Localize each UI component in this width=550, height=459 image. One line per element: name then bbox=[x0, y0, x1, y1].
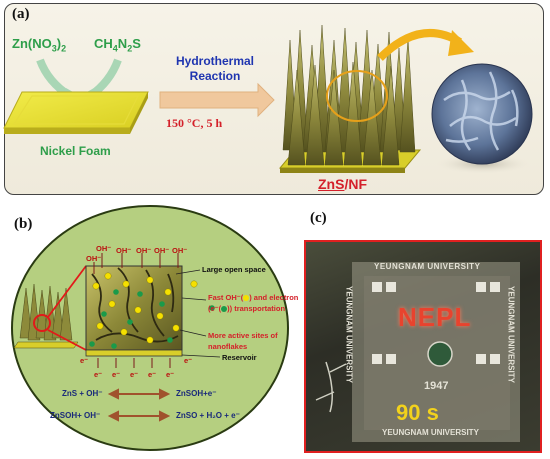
photo-graphics bbox=[315, 262, 520, 442]
card-text-top: YEUNGNAM UNIVERSITY bbox=[374, 262, 481, 271]
panel-a-label: (a) bbox=[12, 6, 30, 22]
oh-label: OH⁻ bbox=[86, 254, 102, 263]
equation-2-left: ZnSOH+ OH⁻ bbox=[50, 411, 101, 420]
arrow-reactant-2 bbox=[87, 58, 122, 100]
mini-flake-cluster bbox=[13, 283, 79, 349]
card-text-left: YEUNGNAM UNIVERSITY bbox=[344, 286, 354, 383]
oh-dot-icon bbox=[243, 295, 250, 302]
zoom-circle bbox=[326, 70, 388, 122]
equation-2-right: ZnSO + H₂O + e⁻ bbox=[176, 411, 240, 420]
callout-large-open-space: Large open space bbox=[202, 265, 266, 274]
oh-label: OH⁻ bbox=[96, 244, 112, 253]
oh-label: OH⁻ bbox=[136, 246, 152, 255]
zns-nf-block bbox=[278, 24, 422, 173]
elapsed-time: 90 s bbox=[396, 400, 439, 425]
product-label: ZnS/NF bbox=[318, 176, 368, 192]
panel-a-graphics bbox=[3, 24, 533, 174]
oh-label: OH⁻ bbox=[116, 246, 132, 255]
demo-photo: YEUNGNAM UNIVERSITY YEUNGNAM UNIVERSITY … bbox=[304, 240, 542, 453]
equation-1-left: ZnS + OH⁻ bbox=[62, 389, 103, 398]
electron-label: e⁻ bbox=[112, 370, 121, 379]
card-text-bottom: YEUNGNAM UNIVERSITY bbox=[382, 428, 479, 437]
arrow-reactant-1 bbox=[36, 58, 73, 100]
electron-label: e⁻ bbox=[148, 370, 157, 379]
callout-fast-transport: Fast OH⁻() and electron (e⁻()) transport… bbox=[208, 293, 299, 313]
seal-icon bbox=[427, 341, 453, 367]
sem-image bbox=[431, 63, 533, 165]
electron-dot-icon bbox=[221, 306, 228, 313]
electron-label: e⁻ bbox=[184, 356, 193, 365]
reactant-thiourea: CH4N2S bbox=[94, 36, 141, 54]
zoom-arrow bbox=[377, 29, 463, 61]
conditions-label: 150 °C, 5 h bbox=[166, 116, 223, 130]
seal-year: 1947 bbox=[424, 380, 449, 392]
cutaway-detail bbox=[85, 265, 183, 357]
process-arrow bbox=[159, 82, 275, 118]
oh-label: OH⁻ bbox=[154, 246, 170, 255]
reactant-zn-nitrate: Zn(NO3)2 bbox=[12, 36, 67, 54]
magnify-circle bbox=[33, 314, 51, 332]
card-text-right: YEUNGNAM UNIVERSITY bbox=[506, 286, 516, 383]
equation-1-right: ZnSOH+e⁻ bbox=[176, 389, 217, 398]
callout-active-sites: More active sites of nanoflakes bbox=[208, 331, 278, 351]
nickel-foam-plate bbox=[3, 91, 149, 134]
oh-label: OH⁻ bbox=[172, 246, 188, 255]
equation-arrows bbox=[107, 388, 171, 422]
callout-reservoir: Reservoir bbox=[222, 353, 257, 362]
electron-label: e⁻ bbox=[130, 370, 139, 379]
nickel-foam-label: Nickel Foam bbox=[40, 144, 111, 158]
panel-b-label: (b) bbox=[14, 216, 33, 232]
electron-label: e⁻ bbox=[94, 370, 103, 379]
led-text: NEPL bbox=[398, 302, 472, 332]
panel-b-graphics bbox=[11, 205, 289, 451]
electron-label: e⁻ bbox=[166, 370, 175, 379]
panel-c-label: (c) bbox=[310, 210, 327, 226]
electron-label: e⁻ bbox=[80, 356, 89, 365]
